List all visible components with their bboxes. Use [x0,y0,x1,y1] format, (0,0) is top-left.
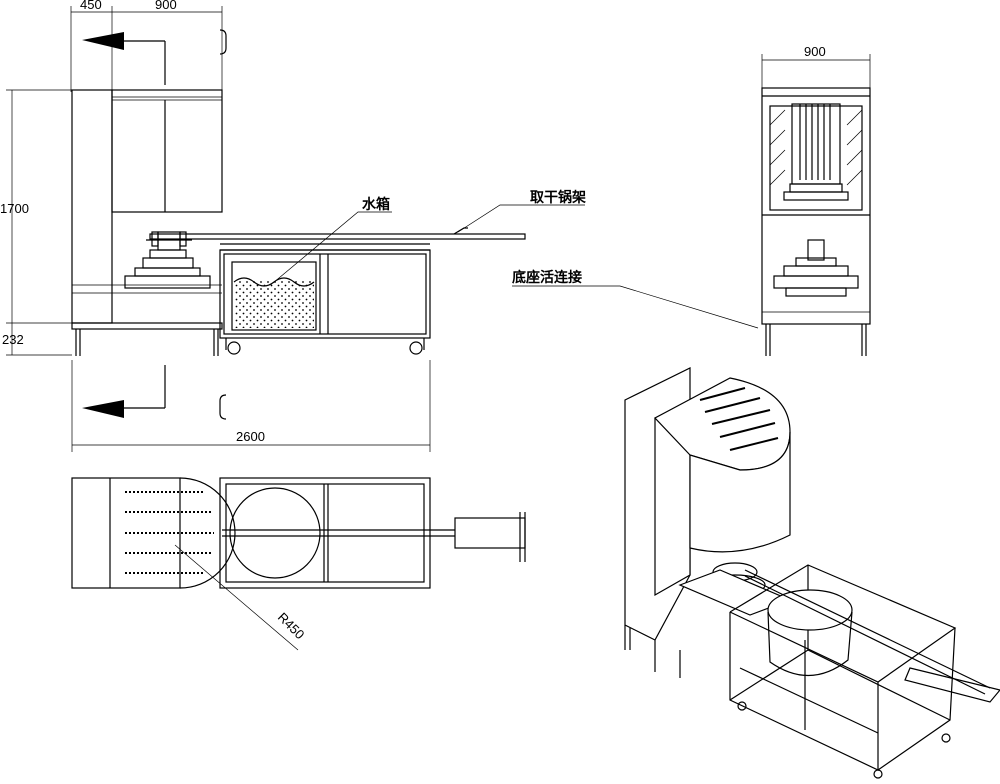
water-tank-cart [219,243,431,355]
heating-elements [783,103,849,201]
dim-900-label: 900 [155,0,177,12]
iso-top-slots [699,387,779,451]
svg-text:水箱: 水箱 [362,196,390,212]
section-arrow-bottom [82,365,227,420]
label-pot-rack: 取干锅架 [457,189,586,233]
side-crucible [762,239,870,313]
base-platform [71,322,223,356]
pot-rack-bar [149,227,526,240]
side-hatching [769,109,863,186]
vent-slots [125,491,214,574]
top-dimension: 450 900 [70,0,223,92]
left-dimension: 1700 232 [0,89,72,356]
dim-2600-label: 2600 [236,429,265,444]
dim-232-label: 232 [2,332,24,347]
iso-cart-frame [729,564,957,771]
dim-side-900-label: 900 [804,44,826,59]
plan-view: R450 [71,477,526,651]
isometric-view [624,367,1000,779]
label-base-connection: 底座活连接 [512,269,759,329]
dim-1700-label: 1700 [0,201,29,216]
radius-label: R450 [275,610,308,643]
crucible-stack [124,231,211,289]
label-water-tank: 水箱 [272,196,392,284]
bottom-dimension: 2600 [71,360,431,452]
dim-450-label: 450 [80,0,102,12]
side-view: 900 [761,44,871,356]
section-arrow-top [82,29,227,85]
svg-text:底座活连接: 底座活连接 [512,269,582,285]
svg-text:取干锅架: 取干锅架 [530,189,586,205]
front-elevation-view: 450 900 1700 232 [0,0,759,452]
